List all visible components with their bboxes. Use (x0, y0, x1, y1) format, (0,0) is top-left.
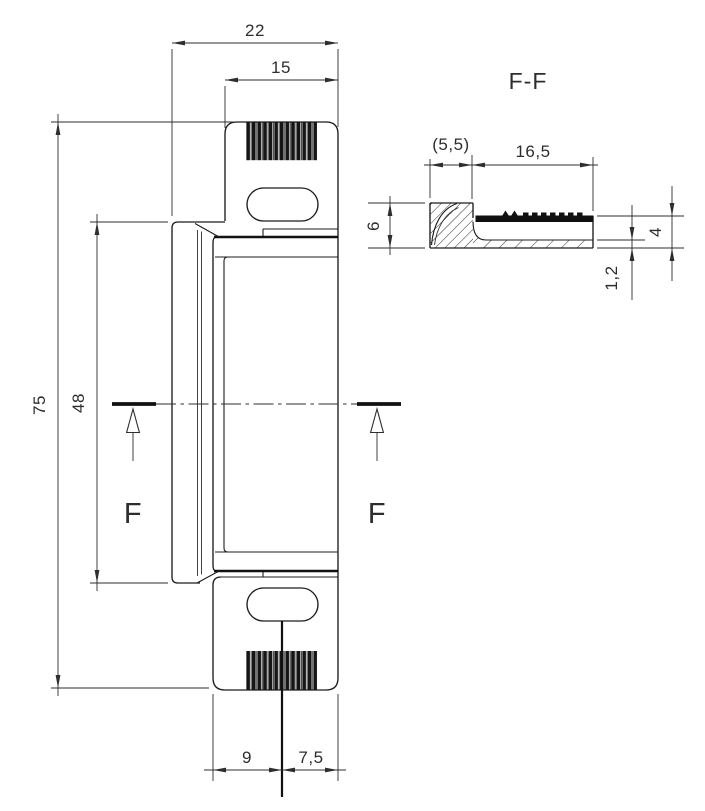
lip-flange-left-top (171, 221, 225, 577)
cut-arrow-left-icon (125, 406, 141, 434)
lip-flange-bottom (171, 576, 200, 584)
dim-bottom-left: 9 (242, 748, 252, 767)
lip-chamfer-top (194, 223, 221, 238)
dim-overall-width: 22 (245, 21, 265, 40)
floor-top-edge (472, 221, 593, 241)
knurl-band-top (246, 121, 317, 161)
part-outline (212, 121, 339, 691)
cut-label-right: F (368, 498, 386, 530)
section-view-part (429, 202, 594, 249)
dim-lip-width: (5,5) (432, 135, 469, 154)
section-title: F-F (509, 68, 548, 94)
mounting-slot-top (246, 187, 319, 222)
dim-tab-width: 15 (271, 58, 291, 77)
cavity-opening-edges (215, 256, 338, 553)
section-cut-marks: F F (112, 402, 401, 530)
serration-teeth (502, 210, 518, 216)
dim-lip-height: 6 (364, 221, 383, 231)
cut-arrow-right-icon (369, 406, 385, 434)
cavity-inner-wall (223, 256, 229, 553)
front-view-part (171, 121, 339, 797)
cut-label-left: F (124, 498, 142, 530)
dim-overall-height: 75 (30, 395, 49, 415)
serrated-plate (475, 215, 594, 222)
serration-dots (523, 212, 583, 216)
mounting-slot-bottom (246, 587, 319, 622)
section-view: F-F (5,5) 16,5 (364, 68, 684, 300)
dim-bottom-right: 7,5 (298, 748, 323, 767)
section-outline (429, 202, 594, 249)
lip-radius-arc-2 (434, 207, 459, 246)
lip-radius-arc (430, 202, 458, 246)
top-step-edge (262, 228, 338, 237)
dim-floor-width: 16,5 (515, 142, 550, 161)
lip-chamfer-bottom (196, 570, 221, 584)
lip-hatch (430, 203, 473, 248)
section-view-dimensions: (5,5) 16,5 6 4 1,2 (364, 135, 684, 300)
lip-fold-lines (197, 230, 202, 576)
dim-floor-thickness: 1,2 (602, 265, 621, 290)
floor-hatch (473, 222, 593, 248)
front-view: 22 15 75 48 9 7,5 F (30, 21, 401, 797)
dim-keeper-height: 48 (69, 393, 88, 413)
dim-total-thickness: 4 (646, 227, 665, 237)
front-view-dimensions: 22 15 75 48 9 7,5 (30, 21, 346, 781)
